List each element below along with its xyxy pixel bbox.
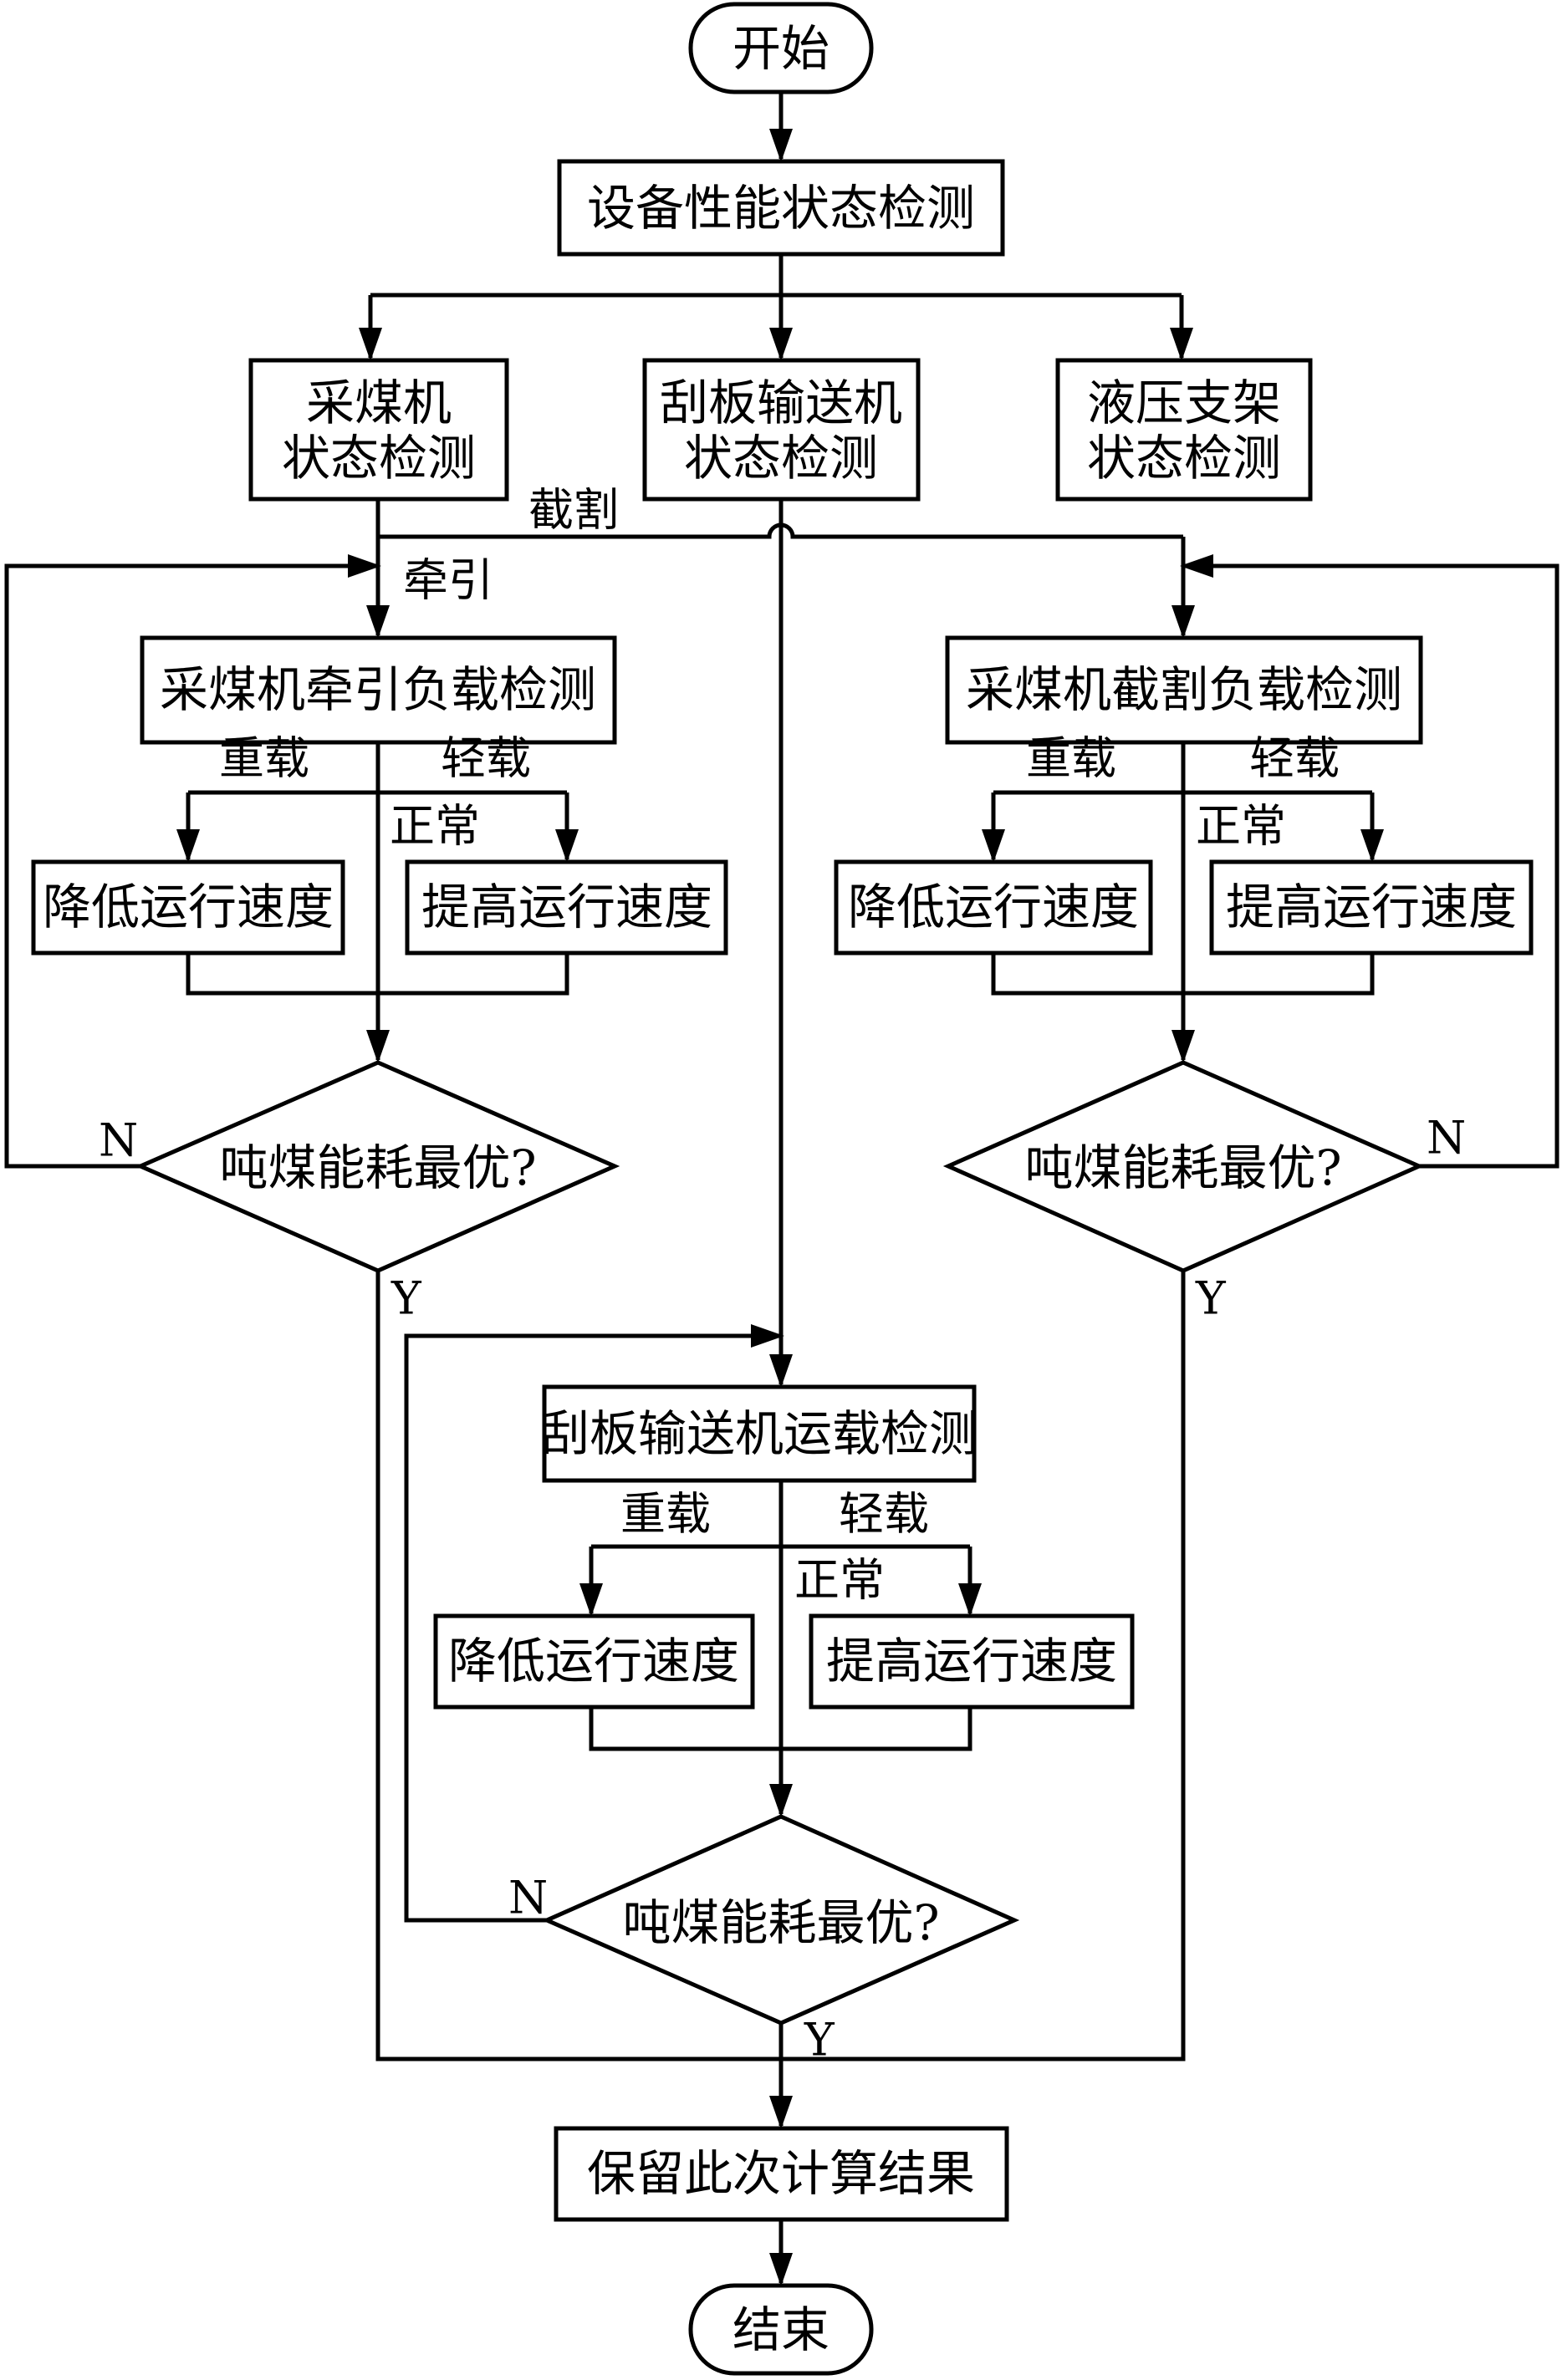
edge-haul-merge: [186, 953, 569, 996]
label-left-no: N: [99, 1114, 138, 1167]
label-left-normal: 正常: [390, 800, 480, 853]
node-conveyor-load: 刮板输送机运载检测: [541, 1384, 978, 1483]
label-right-light: 轻载: [1249, 732, 1340, 785]
node-left-decision: 吨煤能耗最优?: [135, 1060, 620, 1273]
node-bottom-raise: 提高运行速度: [809, 1613, 1135, 1710]
conveyor-state-line1: 刮板输送机: [660, 375, 902, 431]
label-left-light: 轻载: [441, 732, 531, 785]
node-right-reduce: 降低运行速度: [834, 859, 1153, 956]
node-bottom-reduce: 降低运行速度: [433, 1613, 755, 1710]
edge-conveyor-merge: [589, 1707, 972, 1751]
label-bottom-yes: Y: [804, 2014, 835, 2067]
node-left-raise: 提高运行速度: [405, 859, 728, 956]
node-support-state: 液压支架 状态检测: [1055, 358, 1313, 502]
label-right-yes: Y: [1195, 1272, 1227, 1325]
support-state-line2: 状态检测: [1087, 430, 1281, 487]
bottom-raise-label: 提高运行速度: [826, 1633, 1117, 1689]
support-state-line1: 液压支架: [1087, 375, 1281, 431]
edge-left-no-loop: [4, 554, 381, 1169]
node-conveyor-state: 刮板输送机 状态检测: [642, 358, 921, 502]
bottom-reduce-label: 降低运行速度: [448, 1633, 739, 1689]
conveyor-load-label: 刮板输送机运载检测: [541, 1405, 978, 1462]
node-detect: 设备性能状态检测: [557, 159, 1005, 257]
node-left-reduce: 降低运行速度: [31, 859, 345, 956]
node-shearer-state: 采煤机 状态检测: [248, 358, 509, 502]
edge-right-no-loop: [1180, 554, 1559, 1169]
label-bottom-light: 轻载: [839, 1488, 929, 1541]
end-label: 结束: [733, 2301, 829, 2358]
node-right-raise: 提高运行速度: [1209, 859, 1534, 956]
edge-left-yes: [375, 1271, 781, 2061]
label-bottom-no: N: [508, 1872, 548, 1924]
right-raise-label: 提高运行速度: [1226, 879, 1517, 935]
node-end: 结束: [688, 2283, 874, 2376]
edge-bottom-no-loop: [404, 1324, 784, 1923]
edge-cut-merge: [991, 953, 1375, 996]
haul-load-label: 采煤机牵引负载检测: [160, 661, 596, 718]
node-bottom-decision: 吨煤能耗最优?: [541, 1814, 1020, 2026]
node-right-decision: 吨煤能耗最优?: [942, 1060, 1425, 1273]
left-decision-label: 吨煤能耗最优?: [219, 1139, 536, 1196]
label-bottom-heavy: 重载: [620, 1488, 711, 1541]
label-haul: 牵引: [403, 554, 493, 607]
label-bottom-normal: 正常: [794, 1554, 885, 1607]
node-start: 开始: [688, 2, 874, 94]
conveyor-state-line2: 状态检测: [684, 430, 878, 487]
left-raise-label: 提高运行速度: [421, 879, 712, 935]
shearer-state-line2: 状态检测: [282, 430, 476, 487]
label-right-no: N: [1427, 1112, 1466, 1165]
node-save: 保留此次计算结果: [554, 2126, 1009, 2222]
cut-load-label: 采煤机截割负载检测: [966, 661, 1402, 718]
node-haul-load: 采煤机牵引负载检测: [140, 635, 617, 745]
connectors: [4, 92, 1559, 2286]
label-left-heavy: 重载: [219, 732, 309, 785]
edge-right-yes: [781, 1271, 1186, 2061]
detect-label: 设备性能状态检测: [587, 180, 975, 237]
save-label: 保留此次计算结果: [587, 2145, 975, 2202]
bottom-decision-label: 吨煤能耗最优?: [622, 1894, 939, 1951]
node-cut-load: 采煤机截割负载检测: [945, 635, 1423, 745]
right-reduce-label: 降低运行速度: [848, 879, 1139, 935]
edge-labels: 截割 牵引 重载 轻载 正常 重载 轻载 正常 重载 轻载 正常 N N N Y…: [99, 484, 1466, 2067]
label-right-heavy: 重载: [1026, 732, 1116, 785]
label-cut: 截割: [528, 484, 619, 537]
right-decision-label: 吨煤能耗最优?: [1024, 1139, 1341, 1196]
start-label: 开始: [733, 20, 829, 77]
label-right-normal: 正常: [1196, 800, 1286, 853]
label-left-yes: Y: [390, 1272, 422, 1325]
left-reduce-label: 降低运行速度: [43, 879, 334, 935]
shearer-state-line1: 采煤机: [306, 375, 452, 431]
